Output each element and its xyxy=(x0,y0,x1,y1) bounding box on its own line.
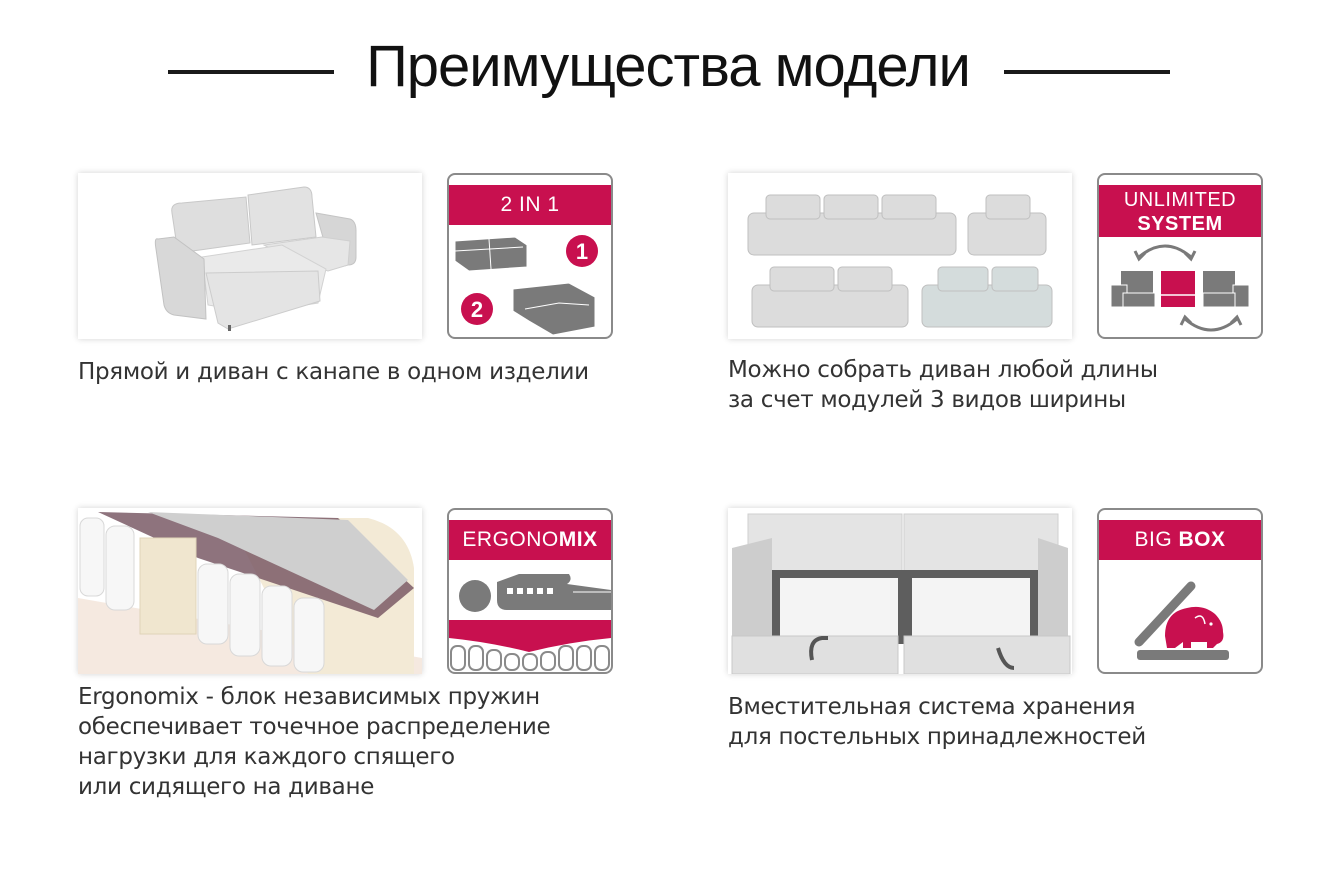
badge-title-light: UNLIMITED xyxy=(1123,189,1237,211)
badge-title: UNLIMITED SYSTEM xyxy=(1099,185,1261,237)
badge-title-bold: BOX xyxy=(1178,528,1226,551)
title-row: Преимущества модели xyxy=(0,32,1336,112)
caption-line: нагрузки для каждого спящего xyxy=(78,744,455,770)
ergonomix-badge: ERGONOMIX xyxy=(447,508,613,674)
caption-line: для постельных принадлежностей xyxy=(728,724,1146,750)
caption-line: Прямой и диван с канапе в одном изделии xyxy=(78,359,589,385)
badge-title-light: BIG xyxy=(1134,528,1179,551)
modular-sofas-photo xyxy=(728,173,1072,339)
sofa-transform-icon: 1 2 xyxy=(449,231,611,335)
badge-title-light: ERGONO xyxy=(462,528,559,551)
badge-title-bold: SYSTEM xyxy=(1137,213,1223,235)
badge-title: BIG BOX xyxy=(1099,520,1261,560)
big-box-badge: BIG BOX xyxy=(1097,508,1263,674)
badge-title: 2 IN 1 xyxy=(449,185,611,225)
title-divider-right xyxy=(1004,70,1170,74)
modules-swap-icon xyxy=(1099,237,1261,337)
sleeping-person-springs-icon xyxy=(449,566,611,671)
caption-line: обеспечивает точечное распределение xyxy=(78,714,551,740)
title-divider-left xyxy=(168,70,334,74)
feature-caption: Прямой и диван с канапе в одном изделии xyxy=(78,357,589,387)
corner-sofa-with-chaise-photo xyxy=(78,173,422,339)
caption-line: Вместительная система хранения xyxy=(728,694,1136,720)
unlimited-system-badge: UNLIMITED SYSTEM xyxy=(1097,173,1263,339)
pocket-spring-mattress-photo xyxy=(78,508,422,674)
page-title: Преимущества модели xyxy=(366,34,971,99)
feature-caption: Ergonomix - блок независимых пружин обес… xyxy=(78,682,551,802)
caption-line: за счет модулей 3 видов ширины xyxy=(728,387,1126,413)
elephant-in-box-icon xyxy=(1099,566,1261,670)
badge-title-bold: MIX xyxy=(558,528,598,551)
caption-line: или сидящего на диване xyxy=(78,774,375,800)
two-in-one-badge: 2 IN 1 1 2 xyxy=(447,173,613,339)
badge-title: ERGONOMIX xyxy=(449,520,611,560)
feature-caption: Вместительная система хранения для посте… xyxy=(728,692,1146,752)
caption-line: Можно собрать диван любой длины xyxy=(728,357,1158,383)
number-one: 1 xyxy=(576,239,588,264)
storage-box-photo xyxy=(728,508,1072,674)
feature-caption: Можно собрать диван любой длины за счет … xyxy=(728,355,1158,415)
caption-line: Ergonomix - блок независимых пружин xyxy=(78,684,540,710)
number-two: 2 xyxy=(471,297,483,322)
